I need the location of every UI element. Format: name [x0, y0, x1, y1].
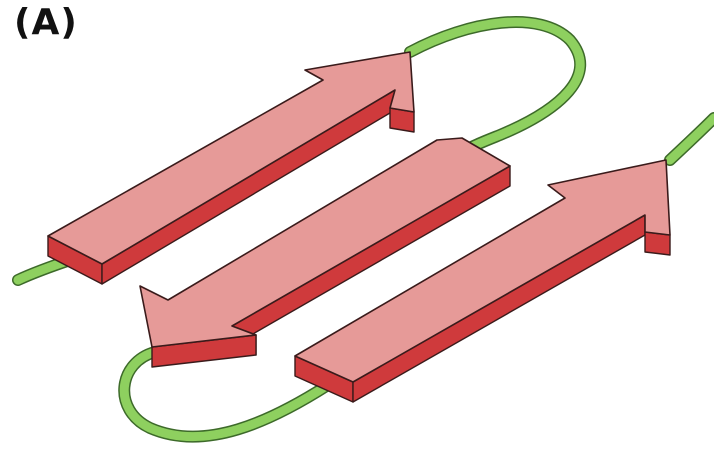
strand-2: [139, 137, 511, 368]
strand-3: [294, 159, 671, 403]
hairpin-loop-2-3: [119, 347, 333, 442]
hairpin-loop-1-2: [405, 17, 585, 157]
c-terminus-tail: [665, 113, 714, 165]
panel-label: (A): [14, 2, 78, 43]
strand-1: [47, 51, 415, 285]
